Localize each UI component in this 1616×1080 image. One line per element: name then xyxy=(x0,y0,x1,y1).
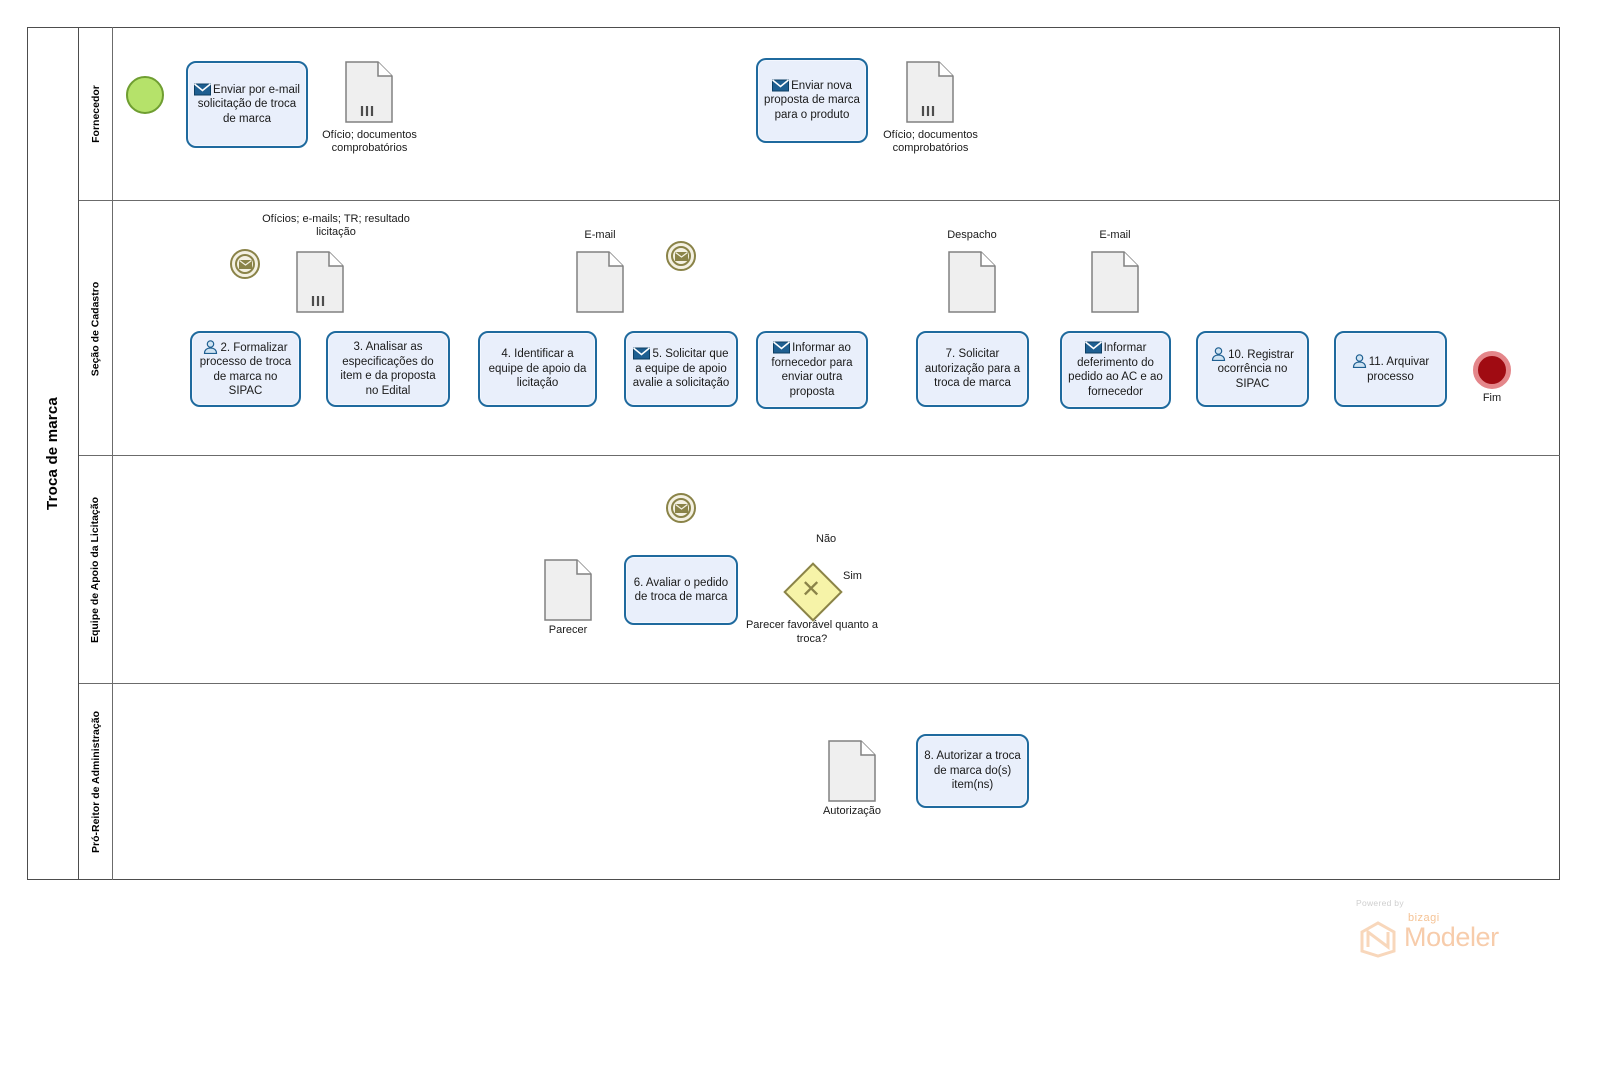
document-icon xyxy=(906,61,954,123)
intermediate-message-event-2[interactable] xyxy=(666,241,696,271)
document-icon xyxy=(828,740,876,802)
lane-header-pro-reitor: Pró-Reitor de Administração xyxy=(79,684,113,880)
message-envelope-icon xyxy=(671,498,691,518)
lane-fornecedor xyxy=(79,27,1560,201)
gateway-parecer-favoravel[interactable]: ✕ xyxy=(783,562,843,622)
gateway-flow-label-nao: Não xyxy=(816,533,837,545)
document-label-2: Ofícios; e-mails; TR; resultado licitaçã… xyxy=(262,213,410,238)
document-icon xyxy=(1091,251,1139,313)
exclusive-x-icon: ✕ xyxy=(800,576,822,603)
document-parecer xyxy=(544,559,592,621)
document-autorizacao xyxy=(828,740,876,802)
document-icon xyxy=(345,61,393,123)
task-avaliar-pedido-troca[interactable]: 6. Avaliar o pedido de troca de marca xyxy=(624,555,738,625)
document-despacho xyxy=(948,251,996,313)
lane-pro-reitor xyxy=(79,684,1560,880)
document-icon xyxy=(948,251,996,313)
intermediate-message-event-3[interactable] xyxy=(666,493,696,523)
document-icon xyxy=(576,251,624,313)
document-email-2 xyxy=(1091,251,1139,313)
task-identificar-equipe-apoio[interactable]: 4. Identificar a equipe de apoio da lici… xyxy=(478,331,597,407)
watermark-brand: bizagi xyxy=(1408,912,1440,924)
task-solicitar-autorizacao[interactable]: 7. Solicitar autorização para a troca de… xyxy=(916,331,1029,407)
lane-header-fornecedor: Fornecedor xyxy=(79,27,113,201)
task-analisar-especificacoes[interactable]: 3. Analisar as especificações do item e … xyxy=(326,331,450,407)
intermediate-message-event-1[interactable] xyxy=(230,249,260,279)
pool-title: Troca de marca xyxy=(44,397,61,510)
document-icon xyxy=(296,251,344,313)
send-message-icon xyxy=(773,341,791,354)
gateway-label: Parecer favorável quanto a troca? xyxy=(745,619,879,645)
message-envelope-icon xyxy=(235,254,255,274)
user-task-icon xyxy=(1211,346,1226,361)
task-enviar-nova-proposta[interactable]: Enviar nova proposta de marca para o pro… xyxy=(756,58,868,143)
task-label: 10. Registrar ocorrência no SIPAC xyxy=(1217,348,1294,390)
envelope-icon xyxy=(238,259,252,269)
bizagi-logo-icon xyxy=(1360,921,1396,958)
task-label: 8. Autorizar a troca de marca do(s) item… xyxy=(924,750,1021,792)
task-label: Enviar nova proposta de marca para o pro… xyxy=(764,79,860,121)
send-message-icon xyxy=(1084,341,1102,354)
task-label: 3. Analisar as especificações do item e … xyxy=(340,341,436,397)
task-label: Informar deferimento do pedido ao AC e a… xyxy=(1068,342,1163,398)
task-label: 4. Identificar a equipe de apoio da lici… xyxy=(488,348,587,390)
lane-equipe-de-apoio xyxy=(79,456,1560,684)
task-autorizar-troca-marca[interactable]: 8. Autorizar a troca de marca do(s) item… xyxy=(916,734,1029,808)
task-arquivar-processo[interactable]: 11. Arquivar processo xyxy=(1334,331,1447,407)
task-label: Enviar por e-mail solicitação de troca d… xyxy=(197,83,300,125)
document-label-3: E-mail xyxy=(584,229,616,241)
lane-label-fornecedor: Fornecedor xyxy=(89,85,102,143)
document-oficio-comprobatorios-1 xyxy=(345,61,393,123)
task-informar-fornecedor-outra-proposta[interactable]: Informar ao fornecedor para enviar outra… xyxy=(756,331,868,409)
end-event[interactable] xyxy=(1473,351,1511,389)
document-oficios-emails-tr xyxy=(296,251,344,313)
task-label: 6. Avaliar o pedido de troca de marca xyxy=(633,576,729,604)
envelope-icon xyxy=(674,251,688,261)
document-oficio-comprobatorios-2 xyxy=(906,61,954,123)
bizagi-watermark: Powered by bizagi Modeler xyxy=(1352,898,1522,960)
task-label: Informar ao fornecedor para enviar outra… xyxy=(771,342,853,398)
send-message-icon xyxy=(772,79,790,92)
task-label: 7. Solicitar autorização para a troca de… xyxy=(924,348,1021,390)
document-label-8: Autorização xyxy=(822,805,882,817)
document-label-5: Despacho xyxy=(947,229,997,241)
lane-secao-de-cadastro xyxy=(79,201,1560,456)
task-label: 5. Solicitar que a equipe de apoio avali… xyxy=(632,348,730,390)
task-label: 11. Arquivar processo xyxy=(1367,356,1430,383)
pool-troca-de-marca xyxy=(27,27,1560,880)
document-label-1: Ofício; documentos comprobatórios xyxy=(322,129,417,154)
document-email-1 xyxy=(576,251,624,313)
user-task-icon xyxy=(204,339,218,354)
lane-label-secao-de-cadastro: Seção de Cadastro xyxy=(89,281,102,376)
user-task-icon xyxy=(1352,354,1366,368)
envelope-icon xyxy=(674,503,688,513)
lane-header-secao-de-cadastro: Seção de Cadastro xyxy=(79,201,113,456)
task-solicitar-avaliacao-equipe[interactable]: 5. Solicitar que a equipe de apoio avali… xyxy=(624,331,738,407)
lane-header-equipe-de-apoio: Equipe de Apoio da Licitação xyxy=(79,456,113,684)
start-event[interactable] xyxy=(126,76,164,114)
document-label-7: Parecer xyxy=(548,624,588,636)
document-label-6: E-mail xyxy=(1099,229,1131,241)
document-icon xyxy=(544,559,592,621)
end-event-label: Fim xyxy=(1482,392,1502,404)
gateway-flow-label-sim: Sim xyxy=(843,570,862,582)
pool-header: Troca de marca xyxy=(27,27,79,880)
send-message-icon xyxy=(194,83,212,96)
message-envelope-icon xyxy=(671,246,691,266)
task-registrar-ocorrencia-sipac[interactable]: 10. Registrar ocorrência no SIPAC xyxy=(1196,331,1309,407)
lane-label-pro-reitor: Pró-Reitor de Administração xyxy=(89,711,102,853)
send-message-icon xyxy=(633,347,651,360)
lane-label-equipe-de-apoio: Equipe de Apoio da Licitação xyxy=(89,496,102,644)
watermark-product: Modeler xyxy=(1404,922,1499,952)
task-informar-deferimento[interactable]: Informar deferimento do pedido ao AC e a… xyxy=(1060,331,1171,409)
task-enviar-email-solicitacao[interactable]: Enviar por e-mail solicitação de troca d… xyxy=(186,61,308,148)
document-label-4: Ofício; documentos comprobatórios xyxy=(883,129,978,154)
watermark-powered-by: Powered by xyxy=(1356,898,1404,908)
task-formalizar-processo-sipac[interactable]: 2. Formalizar processo de troca de marca… xyxy=(190,331,301,407)
task-label: 2. Formalizar processo de troca de marca… xyxy=(199,341,292,398)
